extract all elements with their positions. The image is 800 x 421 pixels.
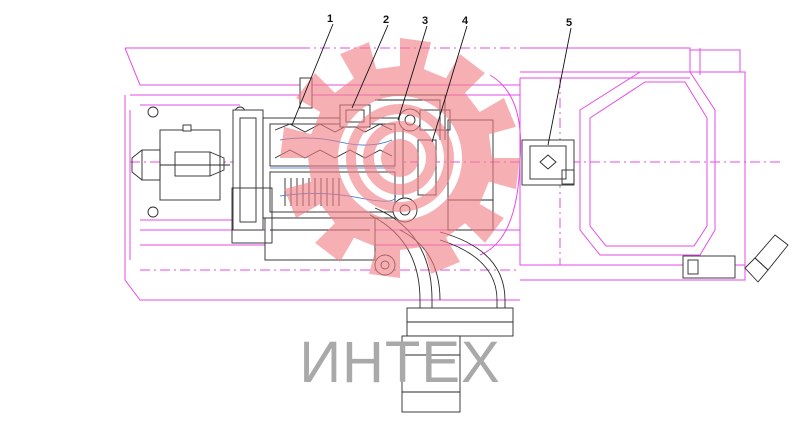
filter-housing bbox=[401, 307, 514, 413]
callout-leaders bbox=[291, 23, 572, 146]
part-5-unit bbox=[521, 139, 575, 186]
gear-logo-watermark bbox=[280, 38, 520, 278]
callout-2: 2 bbox=[383, 14, 389, 26]
callout-1: 1 bbox=[327, 13, 333, 25]
front-drive-assembly bbox=[131, 106, 246, 218]
callout-4: 4 bbox=[462, 15, 469, 27]
callout-3: 3 bbox=[422, 15, 428, 27]
exhaust-pipe bbox=[682, 234, 789, 283]
callout-5: 5 bbox=[566, 17, 572, 29]
watermark-text: ИНТЕХ bbox=[299, 330, 500, 395]
